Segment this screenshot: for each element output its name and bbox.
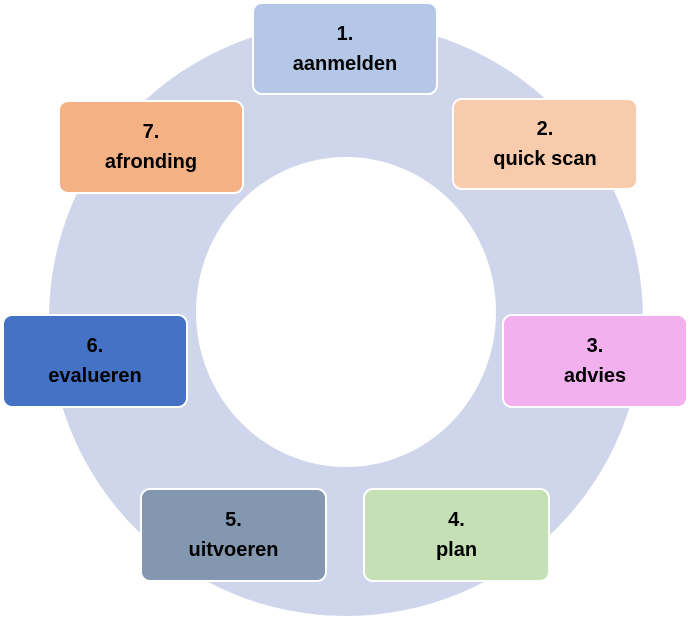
step-1-aanmelden: 1. aanmelden <box>252 2 438 95</box>
step-label: aanmelden <box>292 52 398 75</box>
cycle-center <box>196 157 496 467</box>
step-number: 2. <box>536 118 554 140</box>
step-number: 1. <box>336 22 354 45</box>
step-label: plan <box>435 539 478 561</box>
step-number: 6. <box>86 335 104 357</box>
step-label: quick scan <box>493 148 597 170</box>
step-3-advies: 3. advies <box>502 314 688 408</box>
step-5-uitvoeren: 5. uitvoeren <box>140 488 327 582</box>
step-6-evalueren: 6. evalueren <box>2 314 188 408</box>
step-number: 4. <box>448 509 465 531</box>
step-number: 5. <box>225 509 242 531</box>
step-4-plan: 4. plan <box>363 488 550 582</box>
step-label: evalueren <box>48 365 142 387</box>
step-number: 7. <box>142 121 160 143</box>
step-label: advies <box>563 365 627 387</box>
step-2-quick-scan: 2. quick scan <box>452 98 638 190</box>
step-label: afronding <box>104 151 198 173</box>
step-7-afronding: 7. afronding <box>58 100 244 194</box>
step-number: 3. <box>586 335 604 357</box>
step-label: uitvoeren <box>188 539 279 561</box>
